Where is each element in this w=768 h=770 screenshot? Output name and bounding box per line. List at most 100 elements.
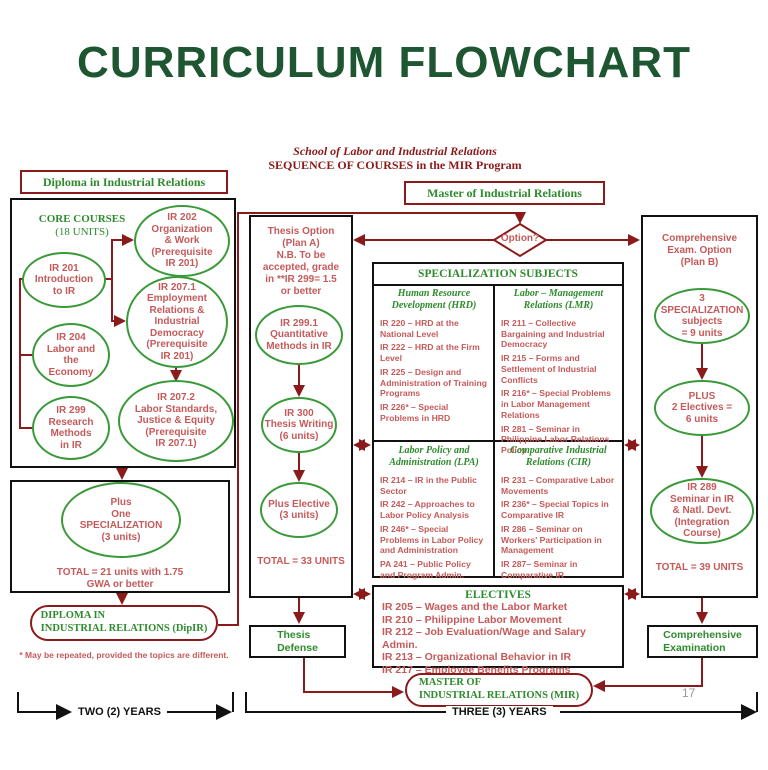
text-line: Industrial — [154, 316, 200, 328]
course-item: IR 215 – Forms and Settlement of Industr… — [501, 353, 597, 385]
text-line: Plus — [110, 497, 132, 508]
text-line: IR 300 — [284, 407, 314, 419]
text-line: IR 202 — [167, 212, 197, 224]
footnote: * May be repeated, provided the topics a… — [19, 650, 229, 660]
text-line: MASTER OF — [418, 677, 482, 689]
text-line: subjects — [681, 316, 723, 327]
text-line: Exam. Option — [667, 245, 732, 256]
text-line: SPECIALIZATION — [79, 520, 163, 531]
text-line: IR 289 — [687, 482, 717, 494]
group-title: Human Resource Development (HRD) — [391, 288, 477, 311]
text-line: IR 201) — [165, 258, 199, 270]
text-line: Introduction — [34, 274, 94, 286]
text-line: Thesis Writing — [264, 419, 334, 431]
text-line: Course) — [683, 528, 721, 540]
text-line: Plus Elective — [268, 498, 330, 510]
text-line: the — [63, 355, 79, 366]
text-line: Employment — [146, 293, 207, 305]
specialization-box: SPECIALIZATION SUBJECTS Human Resource D… — [372, 262, 624, 580]
diploma-header: Diploma in Industrial Relations — [20, 170, 228, 194]
text-line: Organization — [151, 223, 213, 235]
timeline-three-years: THREE (3) YEARS — [446, 706, 553, 718]
course-item: PA 241 – Public Policy and Program Admin… — [380, 559, 471, 580]
plan-a-box — [249, 215, 353, 598]
plan-b-box — [641, 215, 758, 598]
text-line: 6 units — [685, 413, 719, 425]
page-number: 17 — [682, 686, 696, 700]
course-item: IR 222 – HRD at the Firm Level — [380, 342, 480, 364]
plan-a-total: TOTAL = 33 UNITS — [257, 556, 345, 567]
course-item: IR 242 – Approaches to Labor Policy Anal… — [380, 499, 475, 521]
elective-item: IR 212 – Job Evaluation/Wage and Salary … — [382, 626, 586, 651]
text-line: & Work — [164, 235, 200, 247]
plan-b-total: TOTAL = 39 UNITS — [655, 562, 744, 573]
text-line: Justice & Equity — [137, 415, 215, 427]
text-line: 2 Electives = — [671, 402, 733, 414]
text-line: Defense — [277, 641, 318, 654]
core-courses-title: CORE COURSES — [38, 213, 126, 225]
group-title: Labor – Management Relations (LMR) — [513, 288, 604, 311]
specialization-title: SPECIALIZATION SUBJECTS — [374, 264, 622, 286]
text-line: PLUS — [688, 390, 716, 402]
text-line: (Plan A) — [282, 238, 320, 249]
text-line: (Integration — [674, 516, 730, 528]
text-line: & Natl. Devt. — [672, 505, 732, 517]
text-line: N.B. To be — [276, 250, 326, 261]
text-line: in **IR 299= 1.5 — [265, 274, 337, 285]
text-line: or better — [280, 286, 322, 297]
course-item: IR 220 – HRD at the National Level — [380, 318, 459, 339]
text-line: Methods — [50, 428, 92, 439]
group-lpa: Labor Policy and Administration (LPA)IR … — [374, 443, 494, 586]
text-line: Labor and — [46, 343, 96, 355]
text-line: Quantitative — [270, 329, 328, 341]
group-hrd: Human Resource Development (HRD) IR 220 –… — [374, 286, 494, 429]
text-line: IR 299 — [56, 405, 86, 416]
course-item: IR 281 – Seminar in Philippine Labor Rel… — [501, 423, 610, 456]
group-lmr: Labor – Management Relations (LMR)IR 211… — [495, 286, 622, 461]
electives-title: ELECTIVES — [465, 589, 531, 601]
divider — [374, 440, 622, 442]
plus-specialization-box — [10, 480, 230, 593]
page-title: CURRICULUM FLOWCHART — [77, 38, 691, 87]
text-line: IR 204 — [56, 332, 86, 343]
text-line: Thesis — [277, 628, 311, 641]
text-line: Comprehensive — [663, 628, 742, 641]
program-sequence-title: SEQUENCE OF COURSES in the MIR Program — [268, 158, 522, 172]
text-line: (3 units) — [101, 531, 141, 543]
elective-item: IR 213 – Organizational Behavior in IR — [382, 651, 572, 664]
text-line: Labor Standards, — [134, 403, 218, 415]
course-item: IR 236* – Special Topics in Comparative … — [501, 499, 609, 521]
core-courses-units: (18 UNITS) — [55, 226, 109, 238]
divider — [493, 284, 495, 576]
text-line: in IR — [60, 439, 82, 451]
core-courses-box — [10, 198, 236, 468]
course-item: IR 246* – Special Problems in Labor Poli… — [380, 523, 484, 556]
option-decision: Option? — [500, 233, 540, 244]
